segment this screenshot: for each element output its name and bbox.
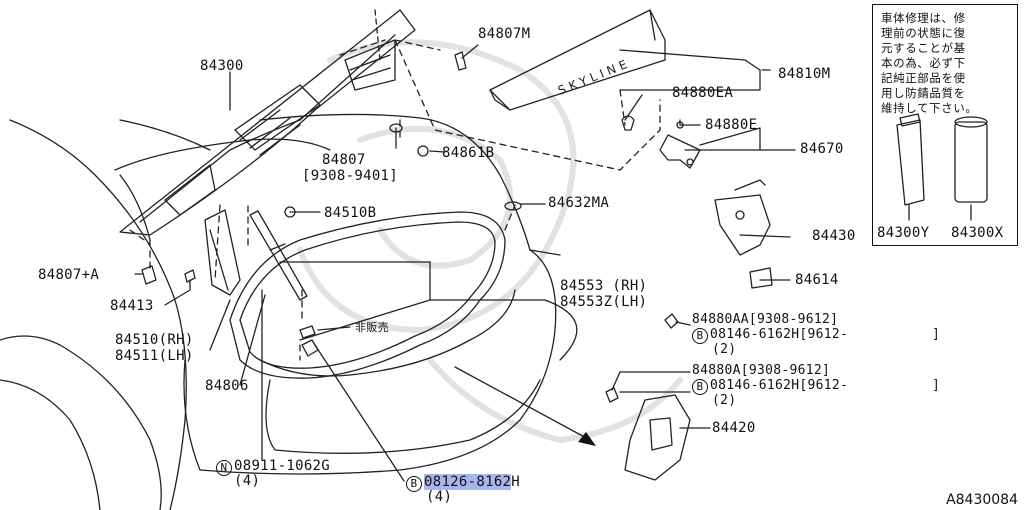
label-84430: 84430: [812, 228, 856, 244]
label-08146-2-code: 08146-6162H[9612-: [710, 378, 849, 393]
label-84807: 84807: [322, 152, 366, 168]
emblem-text: SKYLINE: [556, 56, 633, 98]
label-84880e: 84880E: [705, 117, 758, 133]
label-84300x: 84300X: [951, 225, 1004, 241]
bolt-marker-b: B: [692, 379, 708, 395]
label-84807-range: [9308-9401]: [302, 168, 399, 184]
label-84553z-lh: 84553Z(LH): [560, 294, 648, 310]
leader-lines: [134, 44, 972, 482]
label-08126-qty: (4): [426, 489, 453, 505]
label-08126-code-highlight[interactable]: 08126-8162: [424, 474, 512, 490]
diagram-code: A8430084: [946, 492, 1018, 508]
bolt-marker-b: B: [406, 476, 422, 492]
label-84510-rh: 84510(RH): [115, 332, 194, 348]
arrow-head: [578, 432, 596, 446]
label-84510b: 84510B: [324, 205, 377, 221]
nut-marker-n: N: [216, 460, 232, 476]
guide-lines: [129, 39, 681, 361]
bolt-marker-b: B: [692, 328, 708, 344]
label-84806: 84806: [205, 378, 249, 394]
label-08126-suffix: H: [511, 474, 521, 490]
repair-notice-text: 車体修理は、修 理前の状態に復 元することが基 本の為、必ず下 記純正部品を使 …: [881, 11, 978, 115]
emblem-garnish: [489, 9, 666, 111]
label-08146-1-qty: (2): [712, 342, 737, 357]
label-84413: 84413: [110, 298, 154, 314]
label-84300: 84300: [200, 58, 244, 74]
label-84861b: 84861B: [442, 145, 495, 161]
trunk-lid: [119, 9, 416, 236]
trunk-weatherstrip: [229, 211, 506, 379]
label-84880ea: 84880EA: [672, 85, 734, 101]
label-84807-a: 84807+A: [38, 267, 100, 283]
label-not-sold: 非販売: [355, 321, 389, 334]
repair-notice-box: 車体修理は、修 理前の状態に復 元することが基 本の為、必ず下 記純正部品を使 …: [872, 4, 1018, 246]
label-84553-rh: 84553 (RH): [560, 278, 648, 294]
label-08146-1-code: 08146-6162H[9612-: [710, 327, 849, 342]
label-08146-2-bracket: ]: [932, 378, 941, 393]
label-84614: 84614: [795, 272, 839, 288]
label-08911-code: 08911-1062G: [234, 458, 331, 474]
car-body-outline: [0, 113, 578, 510]
label-84807m: 84807M: [478, 26, 531, 42]
label-84420: 84420: [712, 420, 756, 436]
label-84880aa: 84880AA[9308-9612]: [692, 312, 839, 327]
label-84810m: 84810M: [778, 66, 831, 82]
label-08911-qty: (4): [234, 473, 261, 489]
label-08146-1-bracket: ]: [932, 327, 941, 342]
label-84670: 84670: [800, 141, 844, 157]
label-08146-2-qty: (2): [712, 393, 737, 408]
label-84300y: 84300Y: [877, 225, 930, 241]
label-84632ma: 84632MA: [548, 195, 610, 211]
watermark-emblem: [297, 39, 683, 443]
label-84880a: 84880A[9308-9612]: [692, 363, 831, 378]
label-84511-lh: 84511(LH): [115, 348, 194, 364]
